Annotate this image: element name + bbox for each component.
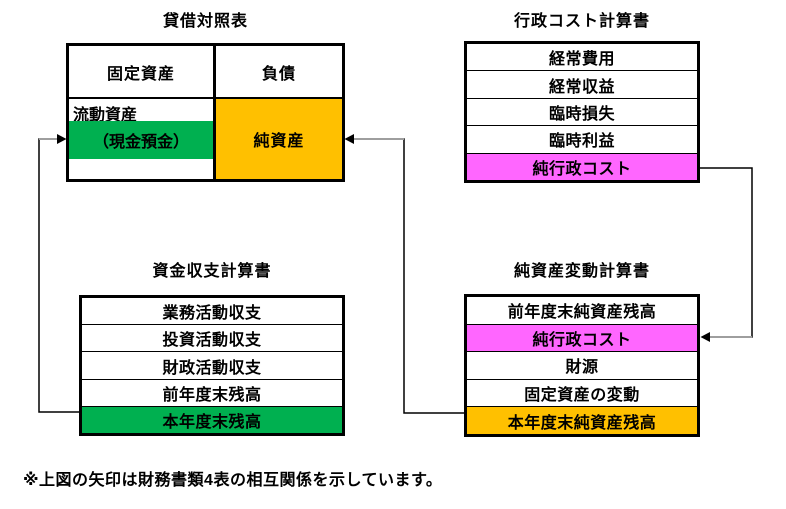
net-assets-statement-table: 前年度末純資産残高 純行政コスト 財源 固定資産の変動 本年度末純資産残高 [464, 294, 700, 437]
table-row: 臨時損失 [467, 99, 697, 127]
table-row: 投資活動収支 [82, 325, 342, 353]
balance-sheet-table: 固定資産 流動資産 （現金預金） 負債 純資産 [66, 43, 345, 182]
net-assets-statement-title: 純資産変動計算書 [513, 263, 650, 280]
cash-deposits-cell: （現金預金） [69, 121, 213, 159]
current-assets-label: 流動資産 [73, 107, 138, 124]
table-row: 業務活動収支 [82, 298, 342, 326]
admin-cost-statement-table: 経常費用 経常収益 臨時損失 臨時利益 純行政コスト [464, 41, 700, 183]
connector-netassets-to-balance-sheet [344, 134, 464, 414]
table-row: 財源 [467, 352, 697, 380]
arrowhead-right-icon [57, 134, 67, 144]
admin-cost-statement-title: 行政コスト計算書 [513, 13, 650, 30]
table-row: 臨時利益 [467, 126, 697, 154]
cash-flow-statement-title: 資金収支計算書 [152, 263, 272, 280]
table-row: 前年度末純資産残高 [467, 297, 697, 325]
net-admin-cost-row: 純行政コスト [467, 153, 697, 181]
year-end-net-assets-row: 本年度末純資産残高 [467, 407, 697, 434]
balance-sheet-assets-column: 固定資産 流動資産 （現金預金） [69, 46, 216, 179]
balance-sheet-title: 貸借対照表 [162, 13, 248, 30]
table-row: 経常費用 [467, 44, 697, 72]
connector-cash-to-balance-sheet [38, 134, 79, 413]
year-end-balance-row: 本年度末残高 [82, 406, 342, 434]
current-assets-cell: 流動資産 （現金預金） [69, 99, 213, 179]
footnote-caption: ※上図の矢印は財務書類4表の相互関係を示しています。 [23, 472, 443, 489]
table-row: 前年度末残高 [82, 380, 342, 407]
table-row: 固定資産の変動 [467, 380, 697, 408]
arrowhead-left-icon [344, 134, 354, 144]
fixed-assets-cell: 固定資産 [69, 46, 213, 99]
table-row: 経常収益 [467, 71, 697, 99]
cash-flow-statement-table: 業務活動収支 投資活動収支 財政活動収支 前年度末残高 本年度末残高 [79, 295, 345, 436]
connector-admincost-to-netassets [700, 167, 753, 342]
arrowhead-left-icon [700, 332, 710, 342]
balance-sheet-liabilities-column: 負債 純資産 [216, 46, 342, 179]
table-row: 財政活動収支 [82, 352, 342, 380]
liabilities-cell: 負債 [216, 46, 342, 99]
net-admin-cost-row: 純行政コスト [467, 324, 697, 353]
net-assets-cell: 純資産 [216, 99, 342, 179]
